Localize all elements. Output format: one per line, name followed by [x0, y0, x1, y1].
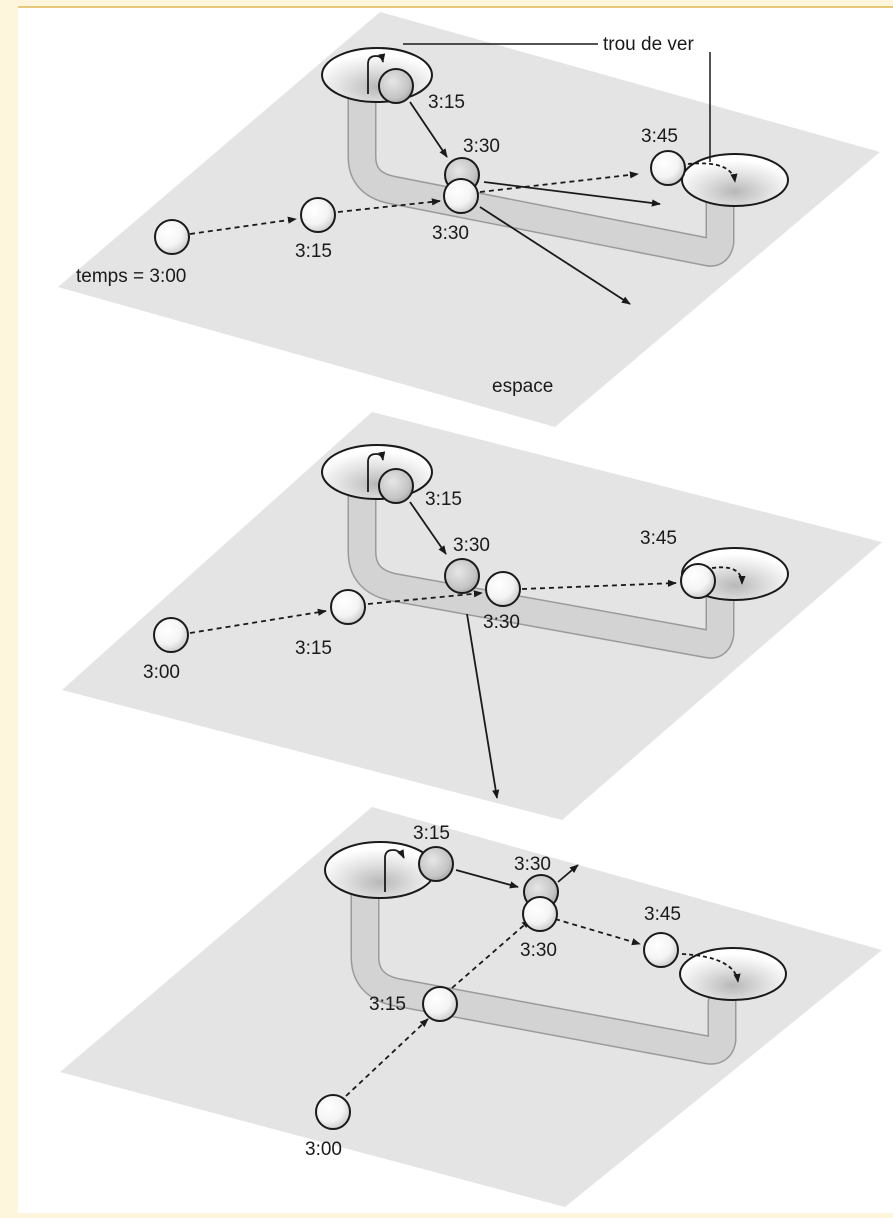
wormhole-mouth-left: [324, 841, 436, 899]
path-3-00-to-3-15: [189, 608, 327, 634]
ball-3-15: [300, 197, 336, 233]
path-3-30-to-3-45: [554, 918, 641, 946]
label-3-15: 3:15: [295, 638, 332, 659]
wormhole-paradox-diagram: trou de ver temps = 3:00 3:15 3:15 3:30 …: [58, 12, 882, 1207]
label-start-time: temps = 3:00: [76, 266, 186, 287]
ball-old-3-15: [378, 468, 414, 504]
ball-3-45: [680, 563, 716, 599]
wormhole-mouth-right: [679, 947, 787, 1001]
label-3-00: 3:00: [305, 1139, 342, 1160]
path-3-30-to-3-45: [521, 579, 677, 590]
ball-3-45: [650, 150, 686, 186]
path-deflect-down: [466, 613, 500, 799]
path-exit-mouth: [687, 162, 738, 183]
label-3-45: 3:45: [640, 528, 677, 549]
ball-3-00: [154, 219, 190, 255]
wormhole-mouth-left: [321, 444, 433, 500]
path-deflect-young: [479, 206, 631, 305]
ball-3-15: [422, 986, 458, 1022]
scenario-2: 3:00 3:15 3:15 3:30 3:30 3:45: [62, 412, 882, 820]
path-old-ball-emerge: [409, 501, 447, 555]
path-3-00-to-3-15: [345, 1018, 429, 1097]
path-old-ball-emerge: [409, 101, 448, 158]
label-old-3-30: 3:30: [514, 854, 551, 875]
label-old-3-15: 3:15: [413, 823, 450, 844]
ball-3-30: [485, 571, 521, 607]
label-3-30: 3:30: [432, 223, 469, 244]
path-old-ball-emerge: [455, 869, 519, 889]
ball-old-3-15: [418, 846, 454, 882]
label-3-30: 3:30: [520, 940, 557, 961]
ball-3-00: [153, 617, 189, 653]
path-exit-mouth: [711, 566, 746, 585]
ball-3-00: [315, 1094, 351, 1130]
space-label: espace: [492, 376, 553, 397]
ball-3-30: [522, 896, 558, 932]
label-3-15: 3:15: [295, 241, 332, 262]
wormhole-label: trou de ver: [603, 34, 694, 55]
path-3-15-to-3-30: [367, 590, 483, 605]
scenario-3: 3:00 3:15 3:15 3:30 3:30 3:45: [60, 807, 882, 1207]
figure-panel: trou de ver temps = 3:00 3:15 3:15 3:30 …: [18, 6, 893, 1213]
label-old-3-30: 3:30: [463, 136, 500, 157]
label-3-30: 3:30: [483, 612, 520, 633]
label-3-45: 3:45: [644, 904, 681, 925]
ball-3-45: [643, 932, 679, 968]
ball-old-3-15: [378, 68, 414, 104]
path-exit-mouth: [681, 953, 741, 983]
ball-old-3-30: [444, 558, 480, 594]
label-old-3-15: 3:15: [428, 92, 465, 113]
path-deflect-up: [557, 864, 579, 883]
label-old-3-15: 3:15: [425, 489, 462, 510]
wormhole-callout-line: [403, 43, 711, 162]
wormhole-mouth-left: [321, 47, 433, 103]
ball-3-15: [330, 589, 366, 625]
ball-3-30: [443, 178, 479, 214]
label-old-3-30: 3:30: [453, 535, 490, 556]
path-deflect-old: [483, 181, 661, 207]
scenario-1: trou de ver temps = 3:00 3:15 3:15 3:30 …: [58, 12, 880, 427]
label-3-00: 3:00: [143, 662, 180, 683]
label-3-15: 3:15: [369, 994, 406, 1015]
wormhole-mouth-right: [681, 153, 789, 207]
path-3-15-to-3-30: [337, 198, 441, 213]
label-3-45: 3:45: [641, 126, 678, 147]
